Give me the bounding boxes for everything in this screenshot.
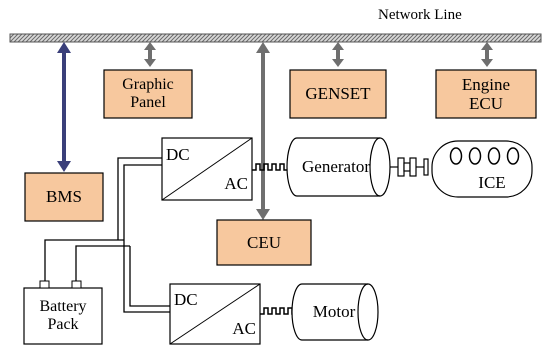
converter-bottom-dc-label: DC [174,290,198,310]
ice-engine [431,140,533,198]
genset-label: GENSET [305,84,371,104]
converter-top-dc-label: DC [166,145,190,165]
ceu-box [216,219,312,266]
bms-box [24,172,104,222]
cylinder-icon [468,147,482,165]
generator-label: Generator [302,157,370,177]
battery-pack-label: Battery Pack [24,288,102,344]
graphic-panel-bus-arrow [144,42,156,67]
genset-box [289,69,387,119]
network-line-label: Network Line [378,7,462,23]
shaft-coupling [390,157,429,177]
converter-bottom-ac-label: AC [232,319,256,339]
ice-label: ICE [478,173,506,193]
motor-label: Motor [312,302,356,322]
generator-cylinder [286,137,391,197]
converter-top [161,137,253,201]
coil-top [252,163,290,171]
graphic-panel-line1: Graphic [122,76,174,94]
graphic-panel-box [103,69,193,119]
bms-bus-arrow [57,42,71,172]
battery-pack-line1: Battery [39,298,87,316]
motor-cylinder [291,283,379,341]
cylinder-icon [487,147,501,165]
engine-ecu-box [435,69,537,119]
ceu-label: CEU [247,232,281,252]
cylinder-icon [449,147,463,165]
dc-bus-wiring [44,157,170,313]
engine-ecu-line2: ECU [469,94,503,113]
coil-bottom [260,307,298,315]
cylinder-icon [506,147,520,165]
battery-pack-line2: Pack [47,316,79,333]
engine-ecu-label: Engine ECU [436,70,536,118]
converter-top-ac-label: AC [224,174,248,194]
genset-bus-arrow [332,42,344,67]
battery-pack [23,280,103,345]
graphic-panel-label: Graphic Panel [104,70,192,118]
converter-bottom [169,283,261,345]
bms-label: BMS [46,187,82,207]
engine-ecu-bus-arrow [481,42,493,67]
network-bus [9,33,542,43]
graphic-panel-line2: Panel [130,94,166,111]
ceu-bus-arrow [256,42,270,220]
engine-ecu-line1: Engine [461,74,511,94]
